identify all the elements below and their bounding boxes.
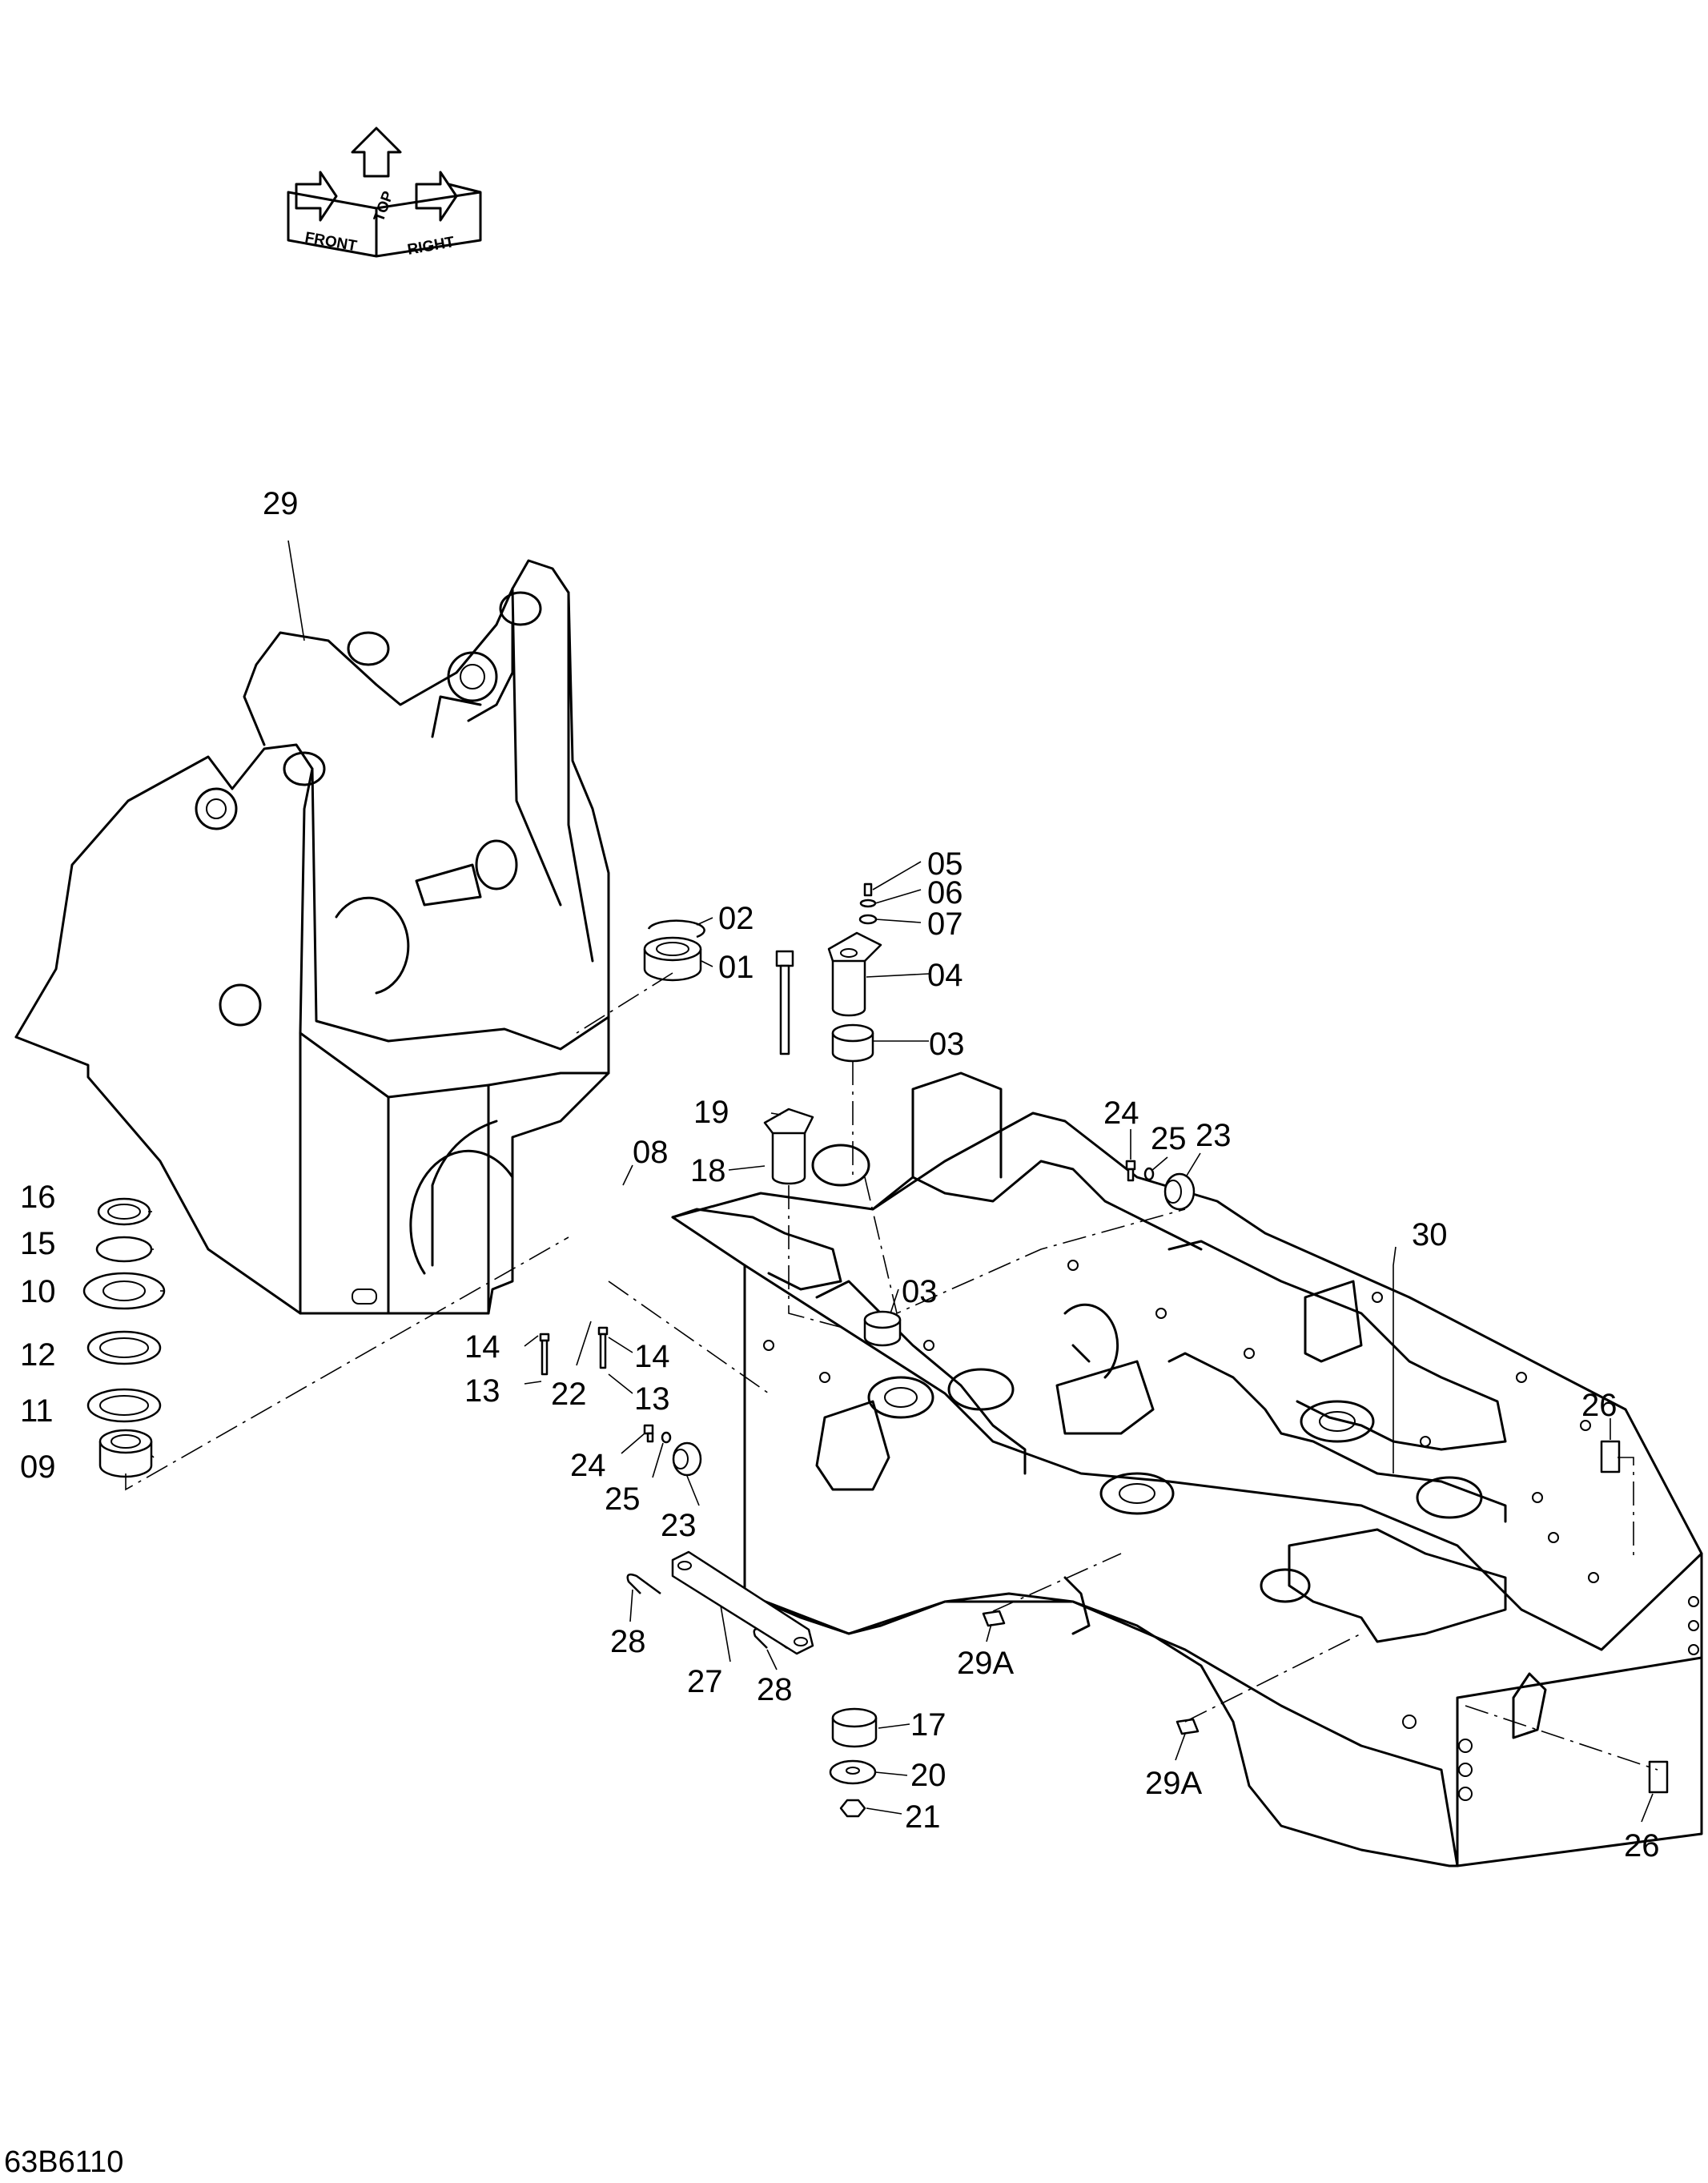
callout-21: 21 <box>905 1799 941 1835</box>
callout-14-left: 14 <box>464 1329 500 1365</box>
callout-28-left: 28 <box>610 1624 646 1659</box>
washer-part-20 <box>829 1759 877 1785</box>
callout-30: 30 <box>1412 1217 1448 1252</box>
cushion-part-23-upper <box>1163 1172 1196 1211</box>
washer-part-06 <box>859 899 877 908</box>
callout-13-right: 13 <box>634 1381 670 1417</box>
pin-part-04 <box>827 931 882 1017</box>
callout-25-lower: 25 <box>605 1481 641 1517</box>
shim-part-29a-left <box>982 1610 1006 1627</box>
callout-17: 17 <box>910 1707 946 1743</box>
seal-part-16 <box>97 1197 151 1226</box>
orientation-symbol: FRONT TOP RIGHT <box>287 127 482 259</box>
orientation-label-front: FRONT <box>303 229 358 255</box>
callout-11: 11 <box>20 1393 54 1429</box>
nut-part-21 <box>839 1799 866 1818</box>
callout-06: 06 <box>927 875 963 911</box>
orientation-label-right: RIGHT <box>406 234 456 259</box>
link-part-27 <box>671 1550 814 1655</box>
washer-part-25-lower <box>661 1431 672 1444</box>
callout-03-upper: 03 <box>929 1027 965 1062</box>
callout-26-lower: 26 <box>1624 1828 1660 1863</box>
block-part-26-lower <box>1648 1760 1669 1794</box>
plate-part-10 <box>82 1272 166 1310</box>
callout-13-left: 13 <box>464 1373 500 1409</box>
bushing-part-03-lower <box>863 1310 902 1347</box>
front-frame <box>14 559 610 1315</box>
o-ring-part-15 <box>95 1236 153 1263</box>
callout-07: 07 <box>927 907 963 942</box>
callout-25-upper: 25 <box>1151 1121 1187 1156</box>
washer-part-25-upper <box>1143 1167 1155 1181</box>
callout-26-upper: 26 <box>1581 1388 1618 1423</box>
callout-05: 05 <box>927 846 963 882</box>
shim-part-11 <box>86 1388 162 1423</box>
callout-18: 18 <box>690 1153 726 1188</box>
callout-12: 12 <box>20 1337 56 1373</box>
rear-frame <box>671 1071 1703 1867</box>
callout-02: 02 <box>718 901 754 936</box>
callout-23-lower: 23 <box>661 1508 697 1543</box>
block-part-26-upper <box>1600 1440 1621 1473</box>
leader-lines <box>148 540 1654 1823</box>
bushing-part-01 <box>643 936 702 982</box>
bushing-part-17 <box>831 1707 878 1748</box>
bolt-part-19 <box>775 950 794 1055</box>
callout-29: 29 <box>263 486 299 521</box>
callout-29a-left: 29A <box>957 1646 1014 1681</box>
snap-ring-part-02 <box>647 919 705 939</box>
callout-08: 08 <box>633 1135 669 1170</box>
callout-29a-right: 29A <box>1145 1766 1202 1801</box>
washer-part-07 <box>858 914 878 925</box>
assembly-lines <box>125 972 1658 1771</box>
shim-part-12 <box>86 1330 162 1365</box>
bolt-part-24-lower <box>643 1424 654 1443</box>
callout-15: 15 <box>20 1226 56 1261</box>
bolt-part-14-right <box>597 1326 609 1369</box>
callout-01: 01 <box>718 950 754 985</box>
bolt-part-24-upper <box>1125 1160 1136 1182</box>
callout-28-right: 28 <box>757 1672 793 1707</box>
callout-03-lower: 03 <box>902 1274 938 1309</box>
callout-24-lower: 24 <box>570 1448 606 1483</box>
drawing-code: 63B6110 <box>4 2145 123 2179</box>
callout-19: 19 <box>693 1095 729 1130</box>
callout-labels: 29 02 01 05 06 07 04 03 19 24 25 23 08 1… <box>20 486 1660 1863</box>
bolt-part-05 <box>863 882 873 897</box>
pin-part-18 <box>763 1108 814 1185</box>
clip-part-28-left <box>626 1573 661 1595</box>
callout-09: 09 <box>20 1449 56 1485</box>
loose-parts <box>82 882 1669 1818</box>
callout-14-right: 14 <box>634 1339 670 1374</box>
callout-22: 22 <box>551 1377 587 1412</box>
callout-23-upper: 23 <box>1196 1118 1232 1153</box>
cushion-part-23-lower <box>672 1441 702 1477</box>
callout-24-upper: 24 <box>1103 1096 1139 1131</box>
bearing-part-09 <box>98 1429 153 1478</box>
shim-part-29a-right <box>1176 1718 1200 1735</box>
callout-16: 16 <box>20 1180 56 1215</box>
callout-10: 10 <box>20 1274 56 1309</box>
callout-20: 20 <box>910 1758 946 1793</box>
callout-04: 04 <box>927 958 963 993</box>
bushing-part-03-upper <box>831 1023 874 1063</box>
callout-27: 27 <box>687 1664 723 1699</box>
bolt-part-14-left <box>539 1333 550 1376</box>
